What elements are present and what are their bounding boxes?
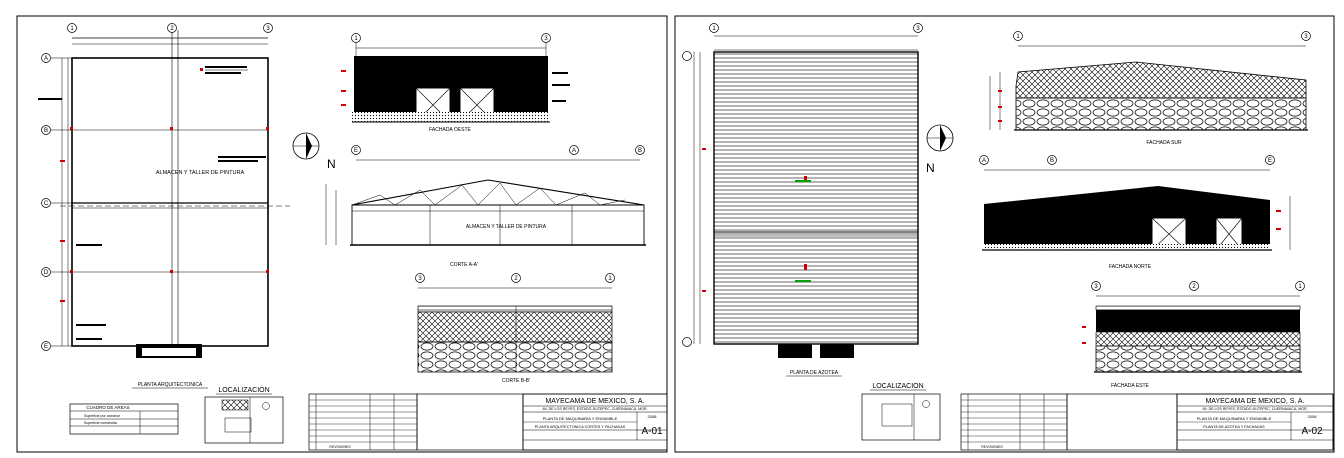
sheet-number: A-01 (641, 426, 663, 437)
fachada-sur: FACHADA SUR 1 3 (989, 31, 1311, 146)
floor-plan: ALMACEN Y TALLER DE PINTURA PLANTA ARQUI… (38, 30, 290, 389)
grid-bubble-label: B (44, 128, 48, 134)
area-table-row: Superficie por construir (84, 414, 121, 418)
view-title: CORTE A-A' (450, 262, 478, 268)
title-block-2: REVISIONES MAYECAMA DE MEXICO, S. A. AV.… (960, 393, 1334, 451)
corte-aa: ALMACEN Y TALLER DE PINTURA CORTE A-A' E… (325, 145, 646, 268)
view-title: FACHADA NORTE (1109, 264, 1152, 270)
localizacion-1: LOCALIZACIÓN (204, 385, 284, 444)
localizacion-title: LOCALIZACIÓN (218, 385, 269, 394)
address: AV. DE LOS REYES, ESTADO JIUTEPEC, CUERN… (1202, 407, 1307, 411)
grid-bubble-label: 3 (916, 26, 920, 32)
area-table-title: CUADRO DE AREAS (86, 405, 129, 410)
grid-bubble-label: A (982, 158, 986, 164)
grid-bubble-label: 1 (70, 26, 74, 32)
drawing-title: PLANTA DE AZOTEA Y FACHADAS (1203, 425, 1265, 429)
grid-bubble-label: 2 (170, 26, 174, 32)
plan-grid-bubbles: 1 2 3 A B C D E (41, 23, 273, 351)
company-name: MAYECAMA DE MEXICO, S. A. (545, 398, 644, 405)
localizacion-2: LOCALIZACION (861, 383, 941, 441)
view-title: CORTE B-B' (502, 378, 530, 384)
title-block-1: REVISIONES MAYECAMA DE MEXICO, S. A. AV.… (308, 393, 668, 451)
north-label: N (926, 161, 935, 175)
grid-bubble-label: 3 (544, 36, 548, 42)
plan-view-title: PLANTA ARQUITECTONICA (138, 382, 203, 388)
north-arrow-1: N (292, 132, 336, 171)
revisions-label: REVISIONES (329, 445, 351, 449)
grid-bubble-label: A (44, 56, 48, 62)
north-label: N (327, 157, 336, 171)
sheet-2-border (674, 15, 1335, 453)
grid-bubble-label: C (44, 201, 49, 207)
revisions-label: REVISIONES (981, 445, 1003, 449)
view-title: FACHADA OESTE (429, 127, 471, 133)
sheet-number: A-02 (1301, 426, 1323, 437)
roof-plan: PLANTA DE AZOTEA 1 3 (682, 23, 923, 377)
grid-bubble-label: B (638, 148, 642, 154)
fachada-este: FACHADA ESTE 3 2 1 (1082, 281, 1305, 389)
grid-bubble-label: 1 (354, 36, 358, 42)
year: 2008 (648, 414, 658, 419)
grid-bubble-label: 1 (608, 276, 612, 282)
plan-room-label: ALMACEN Y TALLER DE PINTURA (156, 170, 245, 176)
area-table: CUADRO DE AREAS Superficie por construir… (69, 403, 179, 435)
grid-bubble-label: 3 (1094, 284, 1098, 290)
grid-bubble-label: E (1268, 158, 1272, 164)
grid-bubble-label: D (44, 270, 49, 276)
sheet-1-border (16, 15, 668, 453)
year: 2008 (1308, 414, 1318, 419)
view-title: FACHADA SUR (1146, 140, 1182, 146)
grid-bubble-label: E (354, 148, 358, 154)
area-table-row: Superficie construida (84, 421, 117, 425)
localizacion-title: LOCALIZACION (872, 383, 923, 390)
north-arrow-2: N (926, 124, 954, 175)
fachada-norte: FACHADA NORTE A B E (979, 155, 1291, 270)
address: AV. DE LOS REYES, ESTADO JIUTEPEC, CUERN… (542, 407, 647, 411)
grid-bubble-label: 3 (418, 276, 422, 282)
corte-bb: CORTE B-B' 3 2 1 (415, 273, 615, 384)
grid-bubble-label: 2 (1192, 284, 1196, 290)
grid-bubble-label: 1 (1016, 34, 1020, 40)
corte-aa-room: ALMACEN Y TALLER DE PINTURA (466, 224, 547, 230)
company-name: MAYECAMA DE MEXICO, S. A. (1205, 398, 1304, 405)
fachada-oeste: FACHADA OESTE 1 3 (341, 33, 570, 133)
view-title: FACHADA ESTE (1111, 383, 1149, 389)
grid-bubble-label: 1 (712, 26, 716, 32)
grid-bubble-label: B (1050, 158, 1054, 164)
project-name: PLANTA DE MAQUINARIA Y ENSAMBLE (1197, 416, 1272, 421)
grid-bubble-label: E (44, 344, 48, 350)
view-title: PLANTA DE AZOTEA (790, 370, 839, 376)
grid-bubble-label: A (572, 148, 576, 154)
drawing-title: PLANTA ARQUITECTONICA CORTES Y FACHADAS (535, 425, 626, 429)
project-name: PLANTA DE MAQUINARIA Y ENSAMBLE (543, 416, 618, 421)
grid-bubble-label: 2 (514, 276, 518, 282)
grid-bubble-label: 3 (266, 26, 270, 32)
grid-bubble-label: 1 (1298, 284, 1302, 290)
grid-bubble-label: 3 (1304, 34, 1308, 40)
